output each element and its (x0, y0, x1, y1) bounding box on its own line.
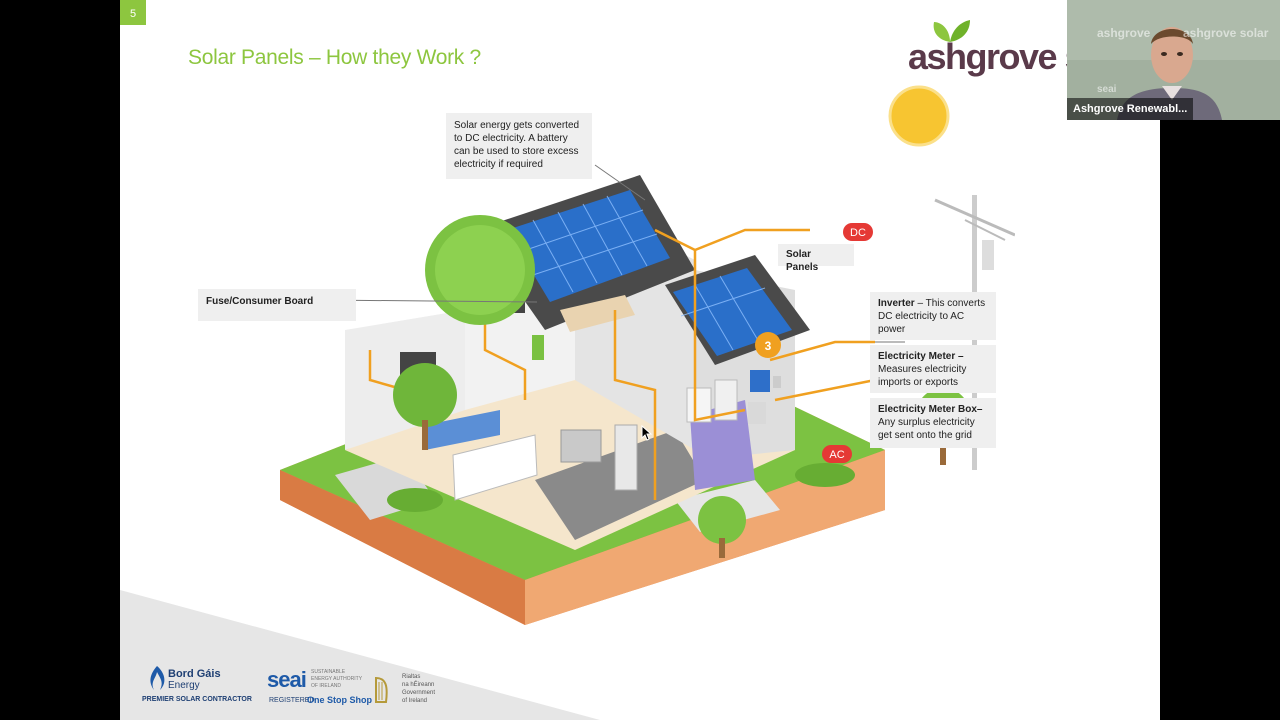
ashgrove-logo: ashgrove s (908, 18, 1085, 80)
callout-fuse-board-text: Fuse/Consumer Board (206, 296, 314, 307)
presentation-slide: 5 Solar Panels – How they Work ? ashgrov… (120, 0, 1160, 720)
gov-line-4: of Ireland (402, 698, 428, 704)
callout-meter-title: Electricity Meter – (878, 351, 964, 362)
participant-name: Ashgrove Renewabl... (1067, 98, 1194, 120)
seai-registered: REGISTERED (269, 697, 315, 704)
callout-meterbox-title: Electricity Meter Box– (878, 404, 983, 415)
video-watermark-2: ashgrove solar (1183, 26, 1269, 40)
seai-wordmark: seai (267, 667, 307, 692)
callout-solar-panels: Solar Panels (778, 244, 854, 273)
step-badge (755, 332, 781, 358)
slide-title: Solar Panels – How they Work ? (188, 46, 481, 69)
callout-meterbox-text: Any surplus electricity get sent onto th… (878, 417, 975, 441)
ac-text: AC (829, 449, 844, 461)
slide-number: 5 (120, 0, 146, 25)
footer-band (120, 590, 600, 720)
dc-text: DC (850, 227, 866, 239)
bord-gais-sub: PREMIER SOLAR CONTRACTOR (142, 696, 252, 703)
seai-sub-1: SUSTAINABLE (311, 669, 346, 675)
flame-icon (150, 666, 165, 690)
ac-label (822, 445, 852, 463)
leaf-icon (933, 20, 970, 42)
callout-electricity-meter: Electricity Meter – Measures electricity… (870, 345, 996, 393)
callout-solar-panels-text: Solar Panels (786, 249, 819, 273)
callout-solar-energy-text: Solar energy gets converted to DC electr… (454, 120, 580, 170)
bord-gais-name: Bord Gáis (168, 668, 221, 680)
mouse-cursor-icon (641, 425, 653, 441)
seai-sub-2: ENERGY AUTHORITY (311, 676, 363, 682)
step-badge-text: 3 (765, 339, 772, 353)
bord-gais-logo: Bord Gáis Energy PREMIER SOLAR CONTRACTO… (142, 664, 252, 708)
callout-inverter-text: – This converts DC electricity to AC pow… (878, 298, 986, 335)
bord-gais-energy: Energy (168, 680, 200, 691)
callout-meter-text: Measures electricity imports or exports (878, 364, 967, 388)
callout-meter-box: Electricity Meter Box– Any surplus elect… (870, 398, 996, 448)
gov-line-2: na hÉireann (402, 682, 435, 688)
government-of-ireland-logo: Rialtas na hÉireann Government of Irelan… (372, 674, 442, 708)
seai-logo: seai SUSTAINABLE ENERGY AUTHORITY OF IRE… (267, 667, 372, 707)
solar-house-illustration: DC AC 3 (280, 85, 1015, 625)
callout-inverter: Inverter – This converts DC electricity … (870, 292, 996, 340)
harp-icon (375, 676, 388, 703)
gov-line-1: Rialtas (402, 674, 421, 680)
callout-solar-energy: Solar energy gets converted to DC electr… (446, 113, 592, 179)
seai-one-stop-shop: One Stop Shop (307, 695, 372, 705)
video-watermark-1: ashgrove (1097, 26, 1151, 40)
seai-sub-3: OF IRELAND (311, 683, 342, 689)
participant-video-tile[interactable]: ashgrove ashgrove solar seai Ashgrove Re… (1067, 0, 1280, 120)
video-watermark-3: seai (1097, 84, 1117, 95)
gov-line-3: Government (402, 690, 436, 696)
callout-fuse-board: Fuse/Consumer Board (198, 289, 356, 321)
dc-label (843, 223, 873, 241)
callout-inverter-title: Inverter (878, 298, 915, 309)
brand-wordmark: ashgrove s (908, 36, 1085, 77)
